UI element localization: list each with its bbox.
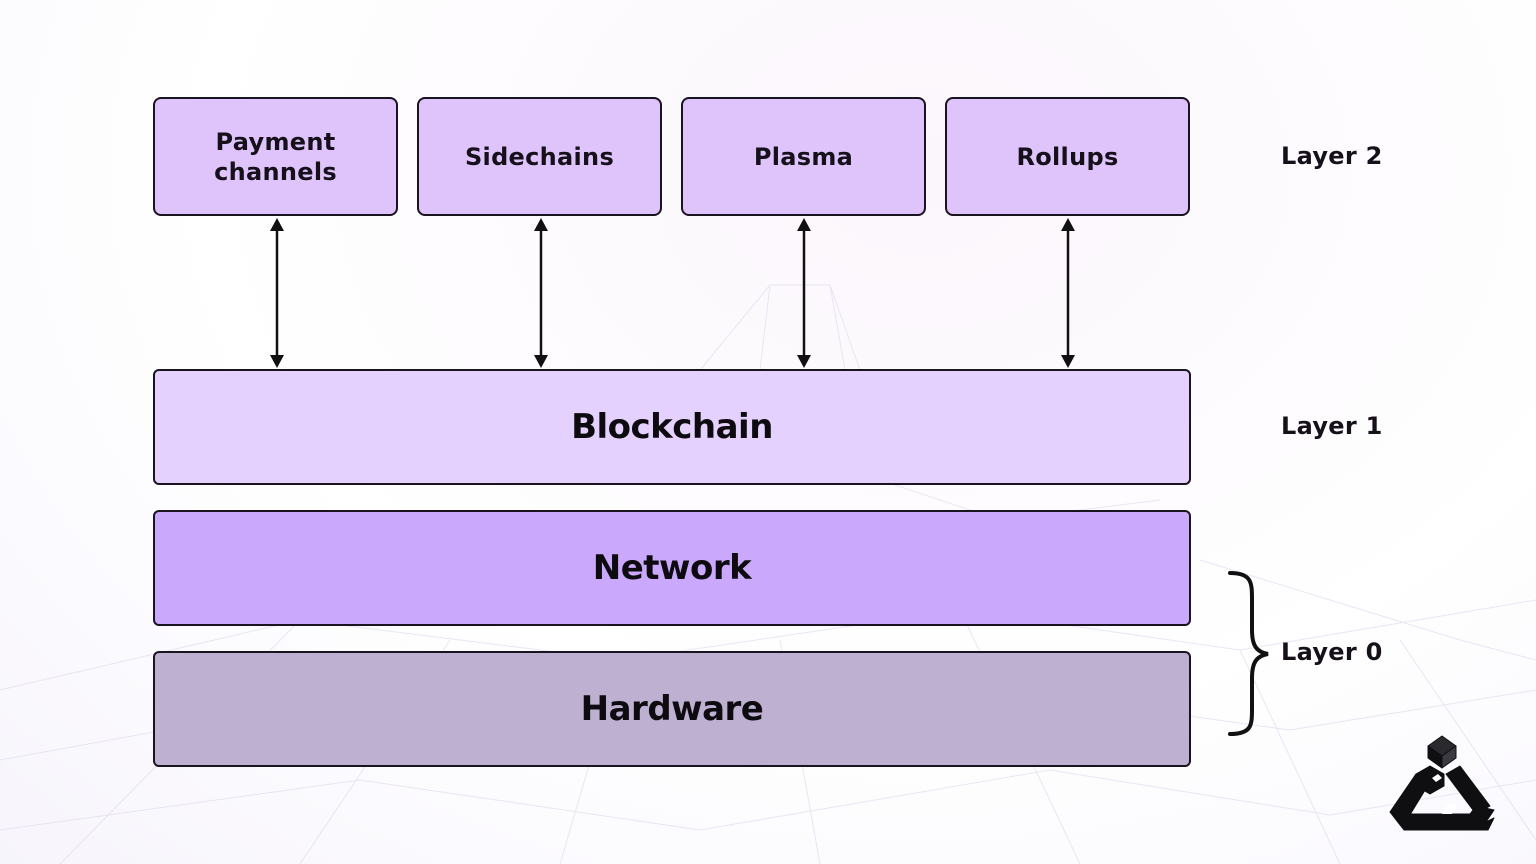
arrow-rollups-blockchain — [1061, 218, 1075, 368]
arrow-plasma-blockchain — [797, 218, 811, 368]
hardware-label: Hardware — [580, 689, 764, 729]
logo-icon — [1389, 735, 1495, 831]
layer2-box-payment-channels: Payment channels — [153, 97, 398, 216]
network-label: Network — [592, 548, 752, 588]
layer2-box-rollups: Rollups — [945, 97, 1190, 216]
layer2-label: Layer 2 — [1281, 142, 1383, 170]
blockchain-box: Blockchain — [153, 369, 1191, 485]
layer2-box-plasma: Plasma — [681, 97, 926, 216]
box-label: Sidechains — [464, 142, 615, 171]
hardware-box: Hardware — [153, 651, 1191, 767]
layer1-label: Layer 1 — [1281, 412, 1383, 440]
arrow-payment-channels-blockchain — [270, 218, 284, 368]
arrow-sidechains-blockchain — [534, 218, 548, 368]
box-label-line1: Payment — [215, 127, 336, 156]
network-box: Network — [153, 510, 1191, 626]
box-label-line2: channels — [214, 157, 337, 186]
box-label: Plasma — [753, 142, 854, 171]
box-label: Rollups — [1016, 142, 1119, 171]
layer2-box-sidechains: Sidechains — [417, 97, 662, 216]
layer0-label: Layer 0 — [1281, 638, 1383, 666]
blockchain-label: Blockchain — [571, 407, 773, 447]
